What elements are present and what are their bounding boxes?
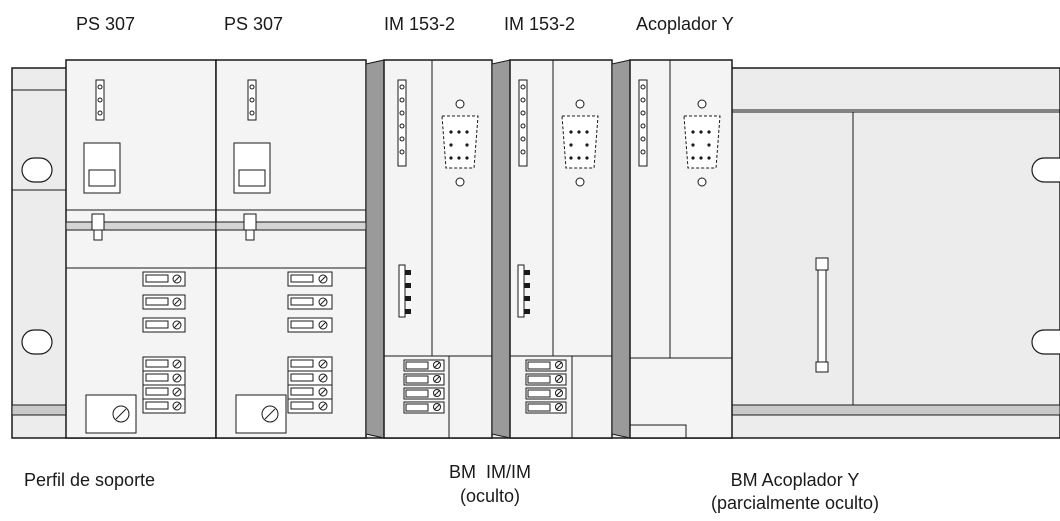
profibus-connector-coupler [683, 99, 721, 187]
profibus-connector-im1 [441, 99, 479, 187]
ps307-module-1 [65, 59, 217, 439]
bus-connector-im1 [398, 264, 411, 318]
label-bm-im-im: BM IM/IM [449, 462, 531, 482]
bus-connector-im2 [517, 264, 530, 318]
y-coupler-bus-module [732, 109, 1060, 405]
profibus-connector-im2 [561, 99, 599, 187]
label-bm-acoplador-partial: (parcialmente oculto) [710, 493, 880, 513]
y-coupler-module [611, 59, 733, 439]
ps307-module-2 [215, 59, 367, 439]
terminal-block-im2 [525, 359, 567, 414]
bus-connector-coupler [815, 257, 829, 373]
terminal-block-im1 [403, 359, 445, 414]
rail-slot-right-bottom [1031, 329, 1060, 355]
label-perfil-soporte: Perfil de soporte [24, 470, 156, 490]
rail-slot-left-bottom [21, 329, 53, 355]
label-bm-im-hidden: (oculto) [459, 486, 521, 506]
rail-slot-right-top [1031, 157, 1060, 183]
label-bm-acoplador-y: BM Acoplador Y [730, 470, 860, 490]
terminal-block-ps1-bottom [142, 356, 186, 414]
terminal-block-ps1-top [142, 271, 186, 333]
label-acoplador-y: Acoplador Y [636, 14, 734, 34]
terminal-block-ps2-bottom [287, 356, 333, 414]
label-im153-1: IM 153-2 [384, 14, 456, 34]
im153-module-1 [365, 59, 493, 439]
label-im153-2: IM 153-2 [504, 14, 576, 34]
rail-slot-left-top [21, 157, 53, 183]
label-ps307-1: PS 307 [76, 14, 136, 34]
label-ps307-2: PS 307 [224, 14, 284, 34]
im153-module-2 [491, 59, 613, 439]
terminal-block-ps2-top [287, 271, 333, 333]
